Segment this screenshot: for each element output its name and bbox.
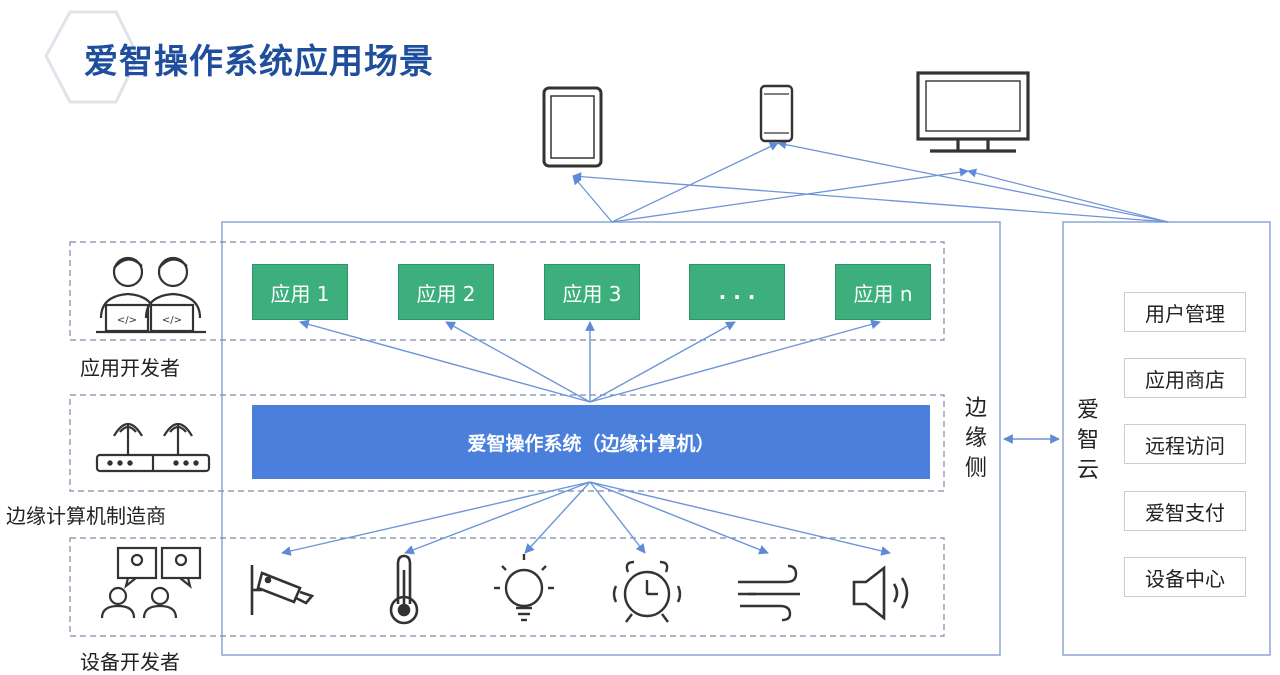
phone-icon [759, 84, 794, 143]
light-bulb-icon [494, 554, 554, 622]
app-dev-row [69, 241, 945, 341]
router-icon [95, 422, 211, 473]
os-to-devices-arrows [281, 481, 891, 556]
edge-maker-row [69, 394, 945, 492]
device-dev-row [69, 537, 945, 637]
page-title: 爱智操作系统应用场景 [84, 42, 434, 82]
svg-text:</>: </> [117, 315, 137, 326]
edge-side-frame [221, 221, 1001, 656]
hexagon-decoration [44, 10, 140, 104]
edge-side-label: 边缘侧 [964, 396, 987, 481]
thermometer-icon [389, 554, 419, 625]
app-developer-icon: </> </> [96, 256, 206, 334]
camera-icon [250, 565, 315, 615]
cloud-label: 爱智云 [1076, 398, 1099, 483]
alarm-clock-icon [612, 560, 682, 623]
tablet-icon [542, 86, 603, 168]
app-box-2: 应用 2 [398, 264, 494, 320]
device-developer-icon [100, 546, 202, 619]
app-box-3: 应用 3 [544, 264, 640, 320]
cloud-item-device-center: 设备中心 [1124, 557, 1246, 597]
app-box-1: 应用 1 [252, 264, 348, 320]
terminal-connections [572, 140, 1169, 223]
svg-text:</>: </> [162, 315, 182, 326]
cloud-item-remote-access: 远程访问 [1124, 424, 1246, 464]
app-box-n: 应用 n [835, 264, 931, 320]
os-to-apps-arrows [299, 319, 881, 403]
app-box-ellipsis: . . . [689, 264, 785, 320]
cloud-item-user-management: 用户管理 [1124, 292, 1246, 332]
speaker-icon [852, 565, 909, 621]
monitor-icon [916, 71, 1030, 153]
app-developer-label: 应用开发者 [80, 356, 180, 380]
cloud-item-payment: 爱智支付 [1124, 491, 1246, 531]
wind-icon [738, 564, 800, 622]
device-developer-label: 设备开发者 [80, 650, 180, 674]
cloud-item-app-store: 应用商店 [1124, 358, 1246, 398]
edge-maker-label: 边缘计算机制造商 [6, 504, 166, 528]
edge-os-bar: 爱智操作系统（边缘计算机） [252, 405, 930, 479]
